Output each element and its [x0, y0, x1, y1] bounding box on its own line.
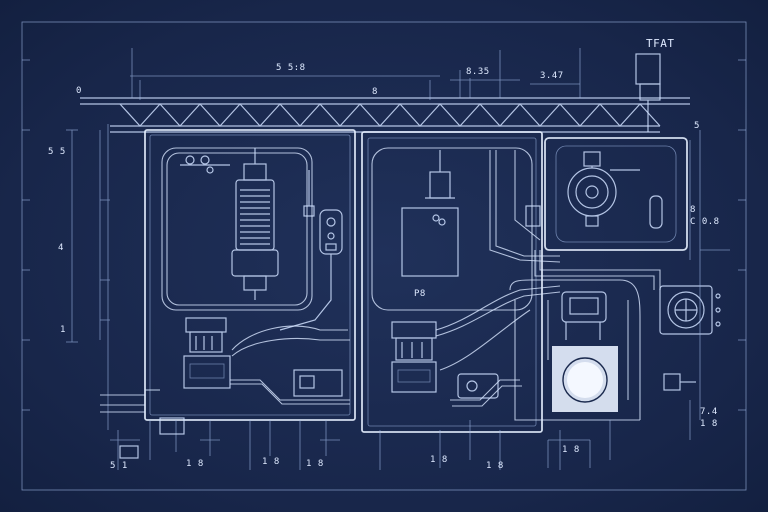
heat-exchanger	[231, 148, 279, 300]
middle-small-valve	[457, 205, 541, 399]
label-left-dim-1: 5 5	[48, 147, 66, 157]
label-top-right-title: TFAT	[646, 37, 675, 50]
highlight-inner	[567, 362, 603, 398]
label-mid-p8: P8	[414, 289, 426, 299]
left-panel	[144, 129, 356, 421]
label-left-dim-3: 1	[60, 325, 66, 335]
label-top-dim-3: 3.47	[540, 71, 564, 81]
label-right-dim-4: 7.4	[700, 407, 718, 417]
label-bottom-3: 1 8	[262, 457, 280, 467]
label-left-dim-2: 4	[58, 243, 64, 253]
right-gauge	[659, 285, 721, 335]
label-bottom-2: 1 8	[186, 459, 204, 469]
label-right-dim-3: C 0.8	[690, 217, 720, 227]
right-top-panel	[544, 137, 688, 251]
left-pump-group	[183, 317, 343, 397]
outer-frame	[21, 21, 747, 491]
label-bottom-7: 1 8	[562, 445, 580, 455]
right-dimensions	[689, 130, 730, 420]
middle-pipes	[435, 150, 561, 407]
top-dimensions	[130, 48, 581, 100]
label-right-dim-1: 5	[694, 121, 700, 131]
label-top-dim-2: 8.35	[466, 67, 490, 77]
label-top-mid-8: 8	[372, 87, 378, 97]
label-bottom-4: 1 8	[306, 459, 324, 469]
label-top-dim-1: 5 5:8	[276, 63, 306, 73]
right-small-box	[663, 373, 696, 391]
top-right-tower	[635, 53, 661, 132]
label-right-dim-2: 8	[690, 205, 696, 215]
left-pipes	[100, 325, 350, 413]
middle-loop	[371, 147, 533, 311]
middle-panel	[361, 131, 543, 433]
right-pump-wheel	[567, 151, 663, 229]
label-bottom-8: 1 8	[700, 419, 718, 429]
middle-pump	[391, 321, 437, 393]
label-bottom-1: 5 1	[110, 461, 128, 471]
right-motor	[561, 291, 607, 340]
middle-tank	[401, 150, 459, 277]
left-loop	[161, 147, 313, 311]
left-bottom-boxes	[119, 417, 185, 459]
label-bottom-6: 1 8	[486, 461, 504, 471]
highlight-circle	[562, 357, 608, 403]
left-dimensions	[66, 124, 110, 430]
right-pipes	[509, 250, 661, 421]
bottom-dimensions	[110, 400, 691, 470]
label-top-left-zero: 0	[76, 86, 82, 96]
gauge-device	[279, 170, 343, 331]
border-ticks	[22, 59, 746, 411]
top-truss	[80, 97, 690, 133]
left-top-valves	[180, 155, 230, 174]
label-bottom-5: 1 8	[430, 455, 448, 465]
